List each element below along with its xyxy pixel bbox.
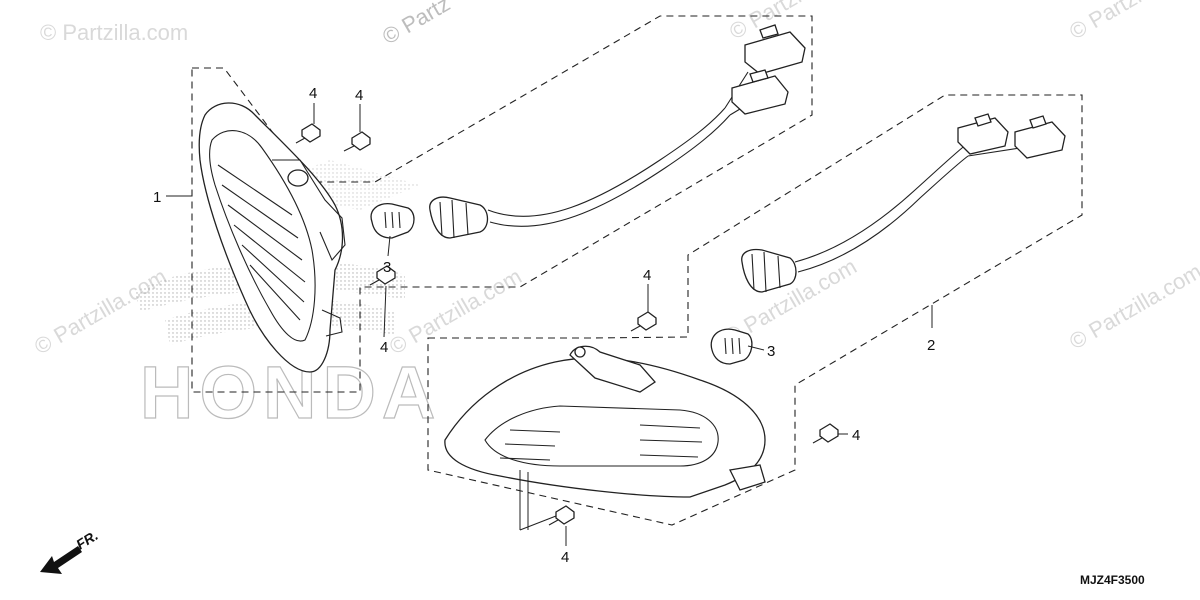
watermark-text: © Partzilla.com — [1065, 259, 1200, 355]
leader-lines — [166, 103, 933, 546]
watermark-text: © Partzilla.com — [1065, 0, 1200, 44]
screw-icon — [343, 131, 371, 152]
callout-4: 4 — [643, 267, 651, 284]
callout-1: 1 — [153, 189, 161, 206]
callout-4: 4 — [561, 549, 569, 566]
assembly-1-boundary — [191, 15, 813, 393]
callout-4: 4 — [309, 85, 317, 102]
callout-4: 4 — [380, 339, 388, 356]
assembly-2-boundary — [427, 94, 1083, 526]
callouts: 1 4 4 3 4 4 3 2 4 4 — [153, 85, 935, 566]
turn-signal-assembly-right — [444, 345, 766, 498]
bulb-left — [370, 203, 415, 239]
screw-icon — [630, 311, 657, 332]
watermark-text: © Partzilla.com — [40, 20, 188, 45]
callout-3: 3 — [383, 259, 391, 276]
socket-harness-right — [741, 113, 1066, 293]
socket-harness-left — [429, 24, 806, 239]
honda-wordmark: HONDA — [140, 351, 441, 434]
bulb-right — [710, 328, 753, 365]
callout-4: 4 — [852, 427, 860, 444]
arrow-icon — [40, 546, 82, 574]
front-direction-indicator: FR. — [40, 527, 101, 574]
screw-icon — [295, 123, 321, 144]
watermark-text: © Partzilla.com — [30, 264, 171, 360]
watermark-text-top: © Partz — [378, 0, 454, 49]
callout-3: 3 — [767, 343, 775, 360]
callout-4: 4 — [355, 87, 363, 104]
turn-signal-assembly-left — [198, 102, 346, 373]
screw-icon — [548, 505, 575, 526]
screw-group — [295, 123, 839, 526]
diagram-code: MJZ4F3500 — [1080, 573, 1145, 587]
screw-icon — [812, 423, 839, 444]
callout-2: 2 — [927, 337, 935, 354]
screw-icon — [369, 265, 396, 286]
watermark-text: © Partzilla.com — [385, 264, 526, 360]
